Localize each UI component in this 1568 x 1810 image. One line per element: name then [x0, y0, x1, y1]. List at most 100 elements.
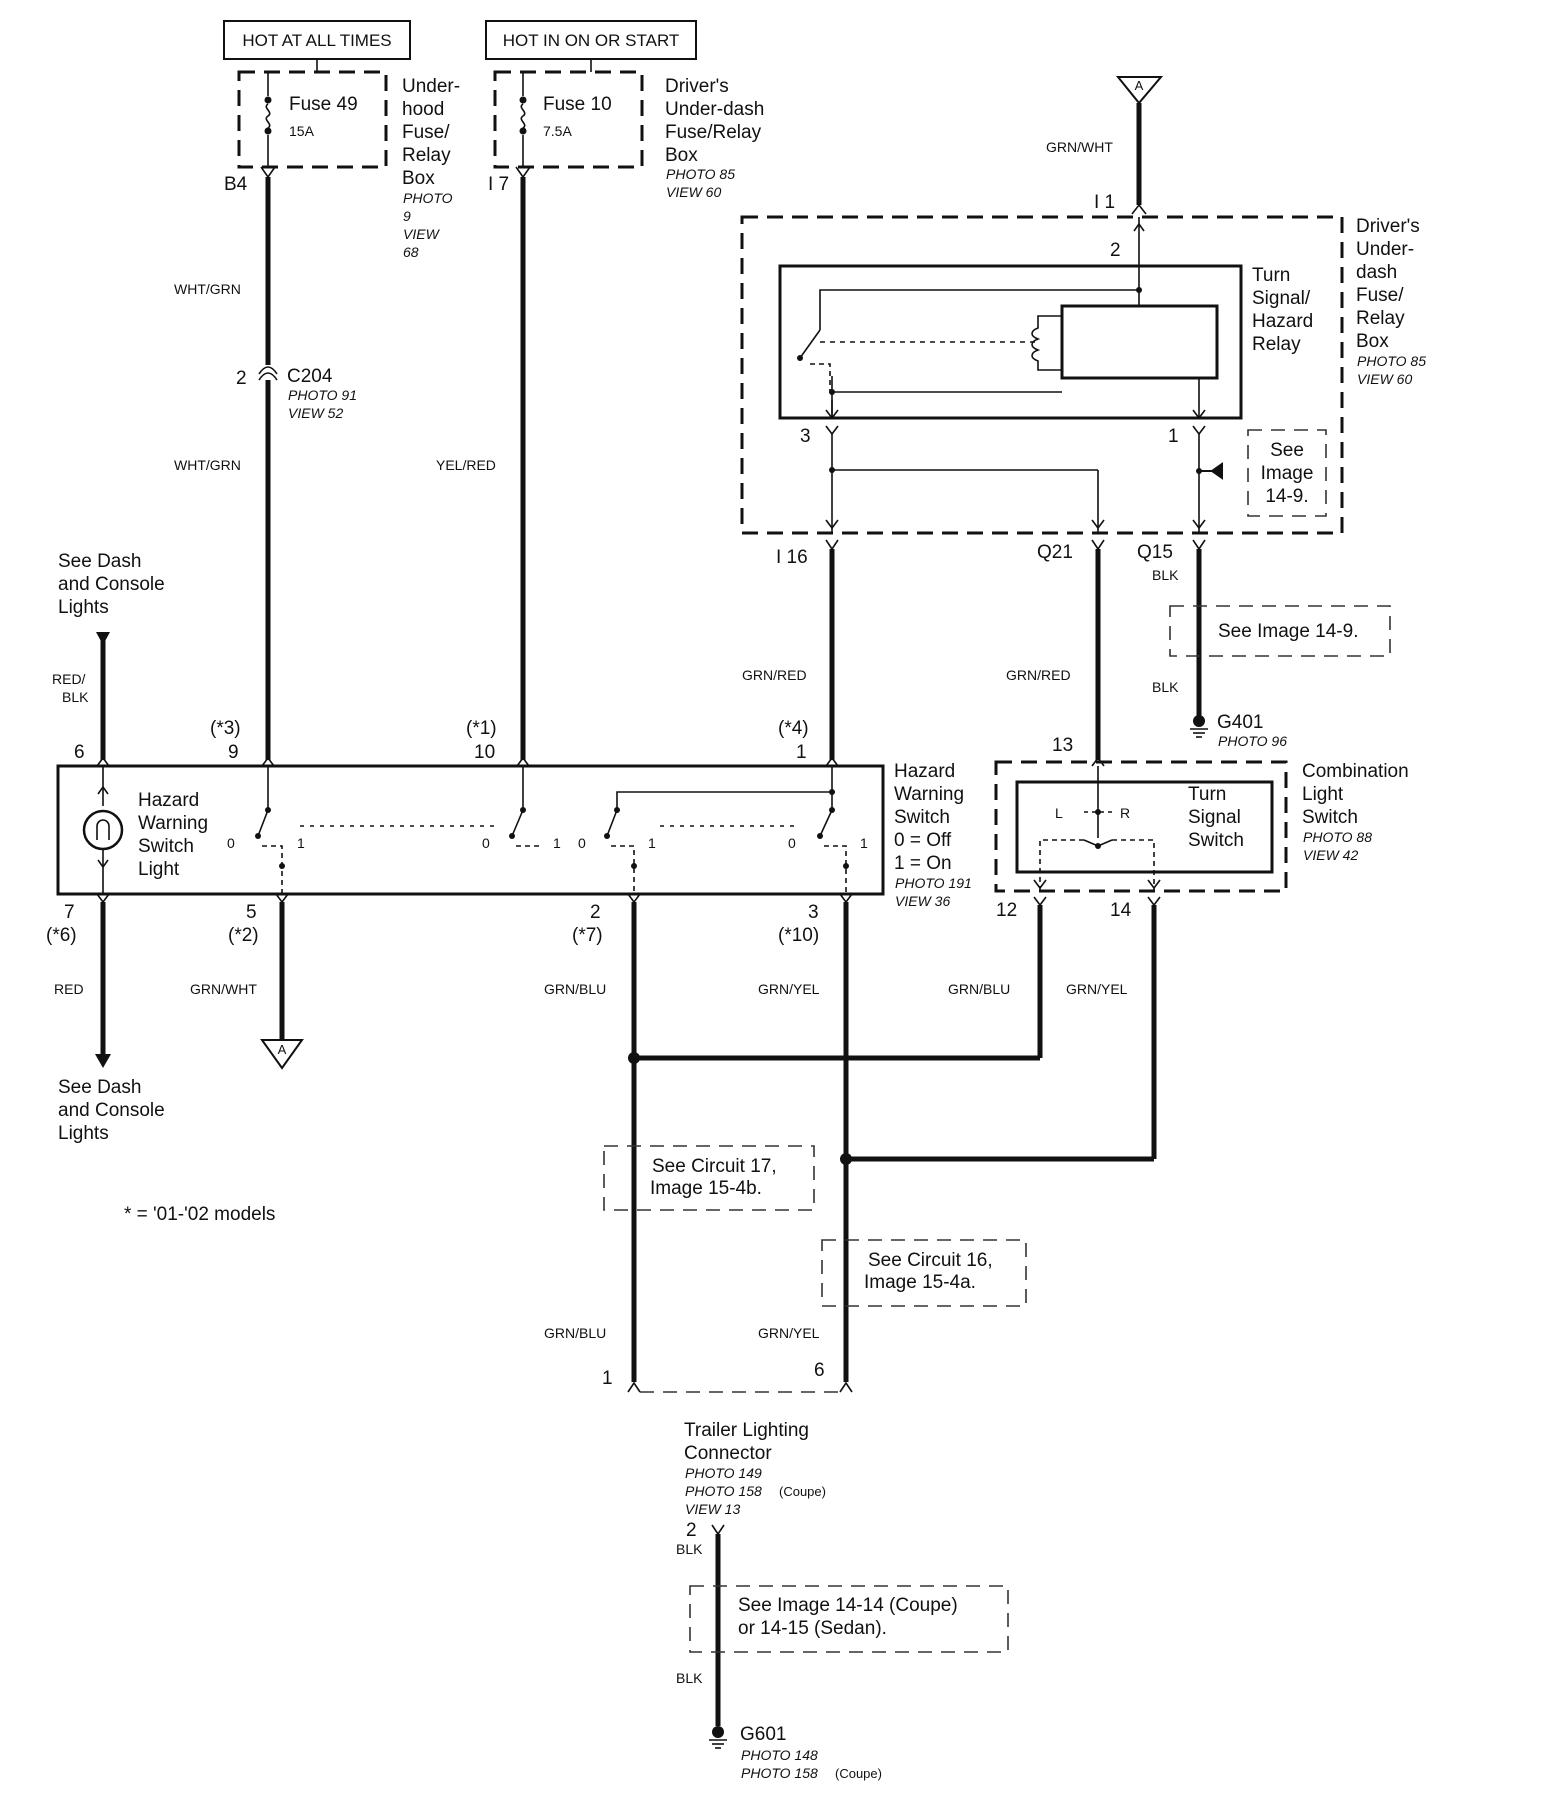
svg-text:Fuse/: Fuse/ [402, 122, 450, 143]
switch-blade-icon [606, 809, 618, 837]
pin-i7: I 7 [488, 174, 509, 195]
svg-text:0: 0 [788, 835, 796, 851]
svg-text:PHOTO 191: PHOTO 191 [895, 875, 972, 891]
ground-g601: G601 PHOTO 148 PHOTO 158 (Coupe) [709, 1724, 882, 1781]
pin-q21: Q21 [1037, 542, 1073, 563]
svg-text:PHOTO 96: PHOTO 96 [1218, 733, 1287, 749]
turn-signal-hazard-relay [778, 264, 1243, 420]
svg-text:VIEW 60: VIEW 60 [666, 184, 721, 200]
svg-text:G601: G601 [740, 1724, 786, 1745]
connector-a-bottom: A [260, 1039, 304, 1070]
svg-text:Under-: Under- [402, 76, 460, 97]
relay-contact-icon [799, 329, 821, 359]
see-circuit-16-note: See Circuit 16, Image 15-4a. [821, 1239, 1027, 1307]
svg-text:A: A [278, 1042, 287, 1057]
power-source-hot-in-on-or-start: HOT IN ON OR START [485, 20, 697, 60]
svg-text:Switch: Switch [894, 807, 950, 828]
svg-text:Signal: Signal [1188, 807, 1241, 828]
svg-text:PHOTO: PHOTO [403, 190, 453, 206]
relay-box-label: Driver's Under- dash Fuse/ Relay Box PHO… [1356, 216, 1426, 387]
svg-text:PHOTO 88: PHOTO 88 [1303, 829, 1372, 845]
svg-text:Turn: Turn [1188, 784, 1226, 805]
svg-text:See: See [1270, 440, 1304, 461]
svg-text:and Console: and Console [58, 1100, 165, 1121]
pin-b4: B4 [224, 174, 248, 195]
fuse-49-box: Fuse 49 15A [237, 70, 388, 169]
wire-label-wht-grn: WHT/GRN [174, 457, 241, 473]
trailer-connector-label: Trailer Lighting Connector PHOTO 149 PHO… [684, 1420, 826, 1517]
svg-text:PHOTO 149: PHOTO 149 [685, 1465, 762, 1481]
svg-text:hood: hood [402, 99, 444, 120]
see-dash-console-lights-bottom: See Dash and Console Lights [58, 1077, 165, 1144]
svg-text:Hazard: Hazard [894, 761, 955, 782]
svg-text:Turn: Turn [1252, 265, 1290, 286]
svg-text:Switch: Switch [138, 836, 194, 857]
svg-text:Light: Light [1302, 784, 1344, 805]
hazard-switch-label: Hazard Warning Switch 0 = Off 1 = On PHO… [894, 761, 972, 909]
svg-text:(*2): (*2) [228, 925, 259, 946]
svg-text:Image 15-4b.: Image 15-4b. [650, 1178, 762, 1199]
svg-text:Lights: Lights [58, 1123, 109, 1144]
svg-text:PHOTO 85: PHOTO 85 [1357, 353, 1426, 369]
combination-switch-label: Combination Light Switch PHOTO 88 VIEW 4… [1302, 761, 1409, 863]
svg-text:See Image 14-14 (Coupe): See Image 14-14 (Coupe) [738, 1595, 958, 1616]
svg-text:9: 9 [403, 208, 411, 224]
svg-text:(Coupe): (Coupe) [779, 1484, 826, 1499]
svg-text:Warning: Warning [894, 784, 964, 805]
svg-text:1: 1 [602, 1368, 613, 1389]
svg-text:PHOTO 91: PHOTO 91 [288, 387, 357, 403]
svg-text:3: 3 [808, 902, 819, 923]
svg-text:(Coupe): (Coupe) [835, 1766, 882, 1781]
wire-label-blk: BLK [676, 1541, 703, 1557]
svg-text:1 = On: 1 = On [894, 853, 952, 874]
fuse-10-rating: 7.5A [543, 123, 572, 139]
svg-text:Fuse/: Fuse/ [1356, 285, 1404, 306]
svg-text:G401: G401 [1217, 712, 1263, 733]
svg-text:1: 1 [1168, 426, 1179, 447]
svg-text:Fuse/Relay: Fuse/Relay [665, 122, 762, 143]
svg-text:See Circuit 16,: See Circuit 16, [868, 1250, 993, 1271]
power-source-hot-at-all-times: HOT AT ALL TIMES [223, 20, 411, 60]
hazard-switch-light-label: Hazard Warning Switch Light [138, 790, 208, 880]
svg-text:PHOTO 158: PHOTO 158 [685, 1483, 762, 1499]
svg-text:0: 0 [482, 835, 490, 851]
svg-text:Signal/: Signal/ [1252, 288, 1311, 309]
svg-text:1: 1 [553, 835, 561, 851]
svg-text:VIEW: VIEW [403, 226, 441, 242]
wire-label-blk: BLK [1152, 567, 1179, 583]
svg-text:PHOTO 158: PHOTO 158 [741, 1765, 818, 1781]
svg-text:See Circuit 17,: See Circuit 17, [652, 1156, 777, 1177]
c204-pin: 2 [236, 368, 247, 389]
svg-text:2: 2 [590, 902, 601, 923]
fuse-10-box-label: Driver's Under-dash Fuse/Relay Box PHOTO… [665, 76, 764, 200]
arrow-down-icon [95, 1054, 111, 1068]
svg-text:Lights: Lights [58, 597, 109, 618]
svg-text:5: 5 [246, 902, 257, 923]
svg-text:PHOTO 148: PHOTO 148 [741, 1747, 818, 1763]
svg-text:3: 3 [800, 426, 811, 447]
svg-text:Relay: Relay [402, 145, 451, 166]
svg-text:VIEW 52: VIEW 52 [288, 405, 343, 421]
svg-text:L: L [1055, 805, 1063, 821]
relay-see-image-note: See Image 14-9. [1261, 440, 1314, 507]
svg-text:HOT AT ALL TIMES: HOT AT ALL TIMES [242, 31, 391, 50]
svg-text:See Image 14-9.: See Image 14-9. [1218, 621, 1358, 642]
fuse-icon [520, 103, 526, 129]
svg-text:VIEW 13: VIEW 13 [685, 1501, 740, 1517]
svg-text:0: 0 [227, 835, 235, 851]
see-circuit-17-note: See Circuit 17, Image 15-4b. [603, 1145, 815, 1211]
svg-text:Hazard: Hazard [1252, 311, 1313, 332]
wire-label-wht-grn: WHT/GRN [174, 281, 241, 297]
svg-text:(*6): (*6) [46, 925, 77, 946]
wire-label-grn-blu: GRN/BLU [544, 1325, 606, 1341]
svg-text:Connector: Connector [684, 1443, 772, 1464]
pin-q15: Q15 [1137, 542, 1173, 563]
fuse-10-name: Fuse 10 [543, 94, 612, 115]
wire-label-blk: BLK [1152, 679, 1179, 695]
pin-14: 14 [1110, 900, 1132, 921]
svg-text:(*4): (*4) [778, 718, 809, 739]
svg-text:6: 6 [74, 742, 85, 763]
svg-text:1: 1 [796, 742, 807, 763]
svg-text:See Dash: See Dash [58, 1077, 141, 1098]
